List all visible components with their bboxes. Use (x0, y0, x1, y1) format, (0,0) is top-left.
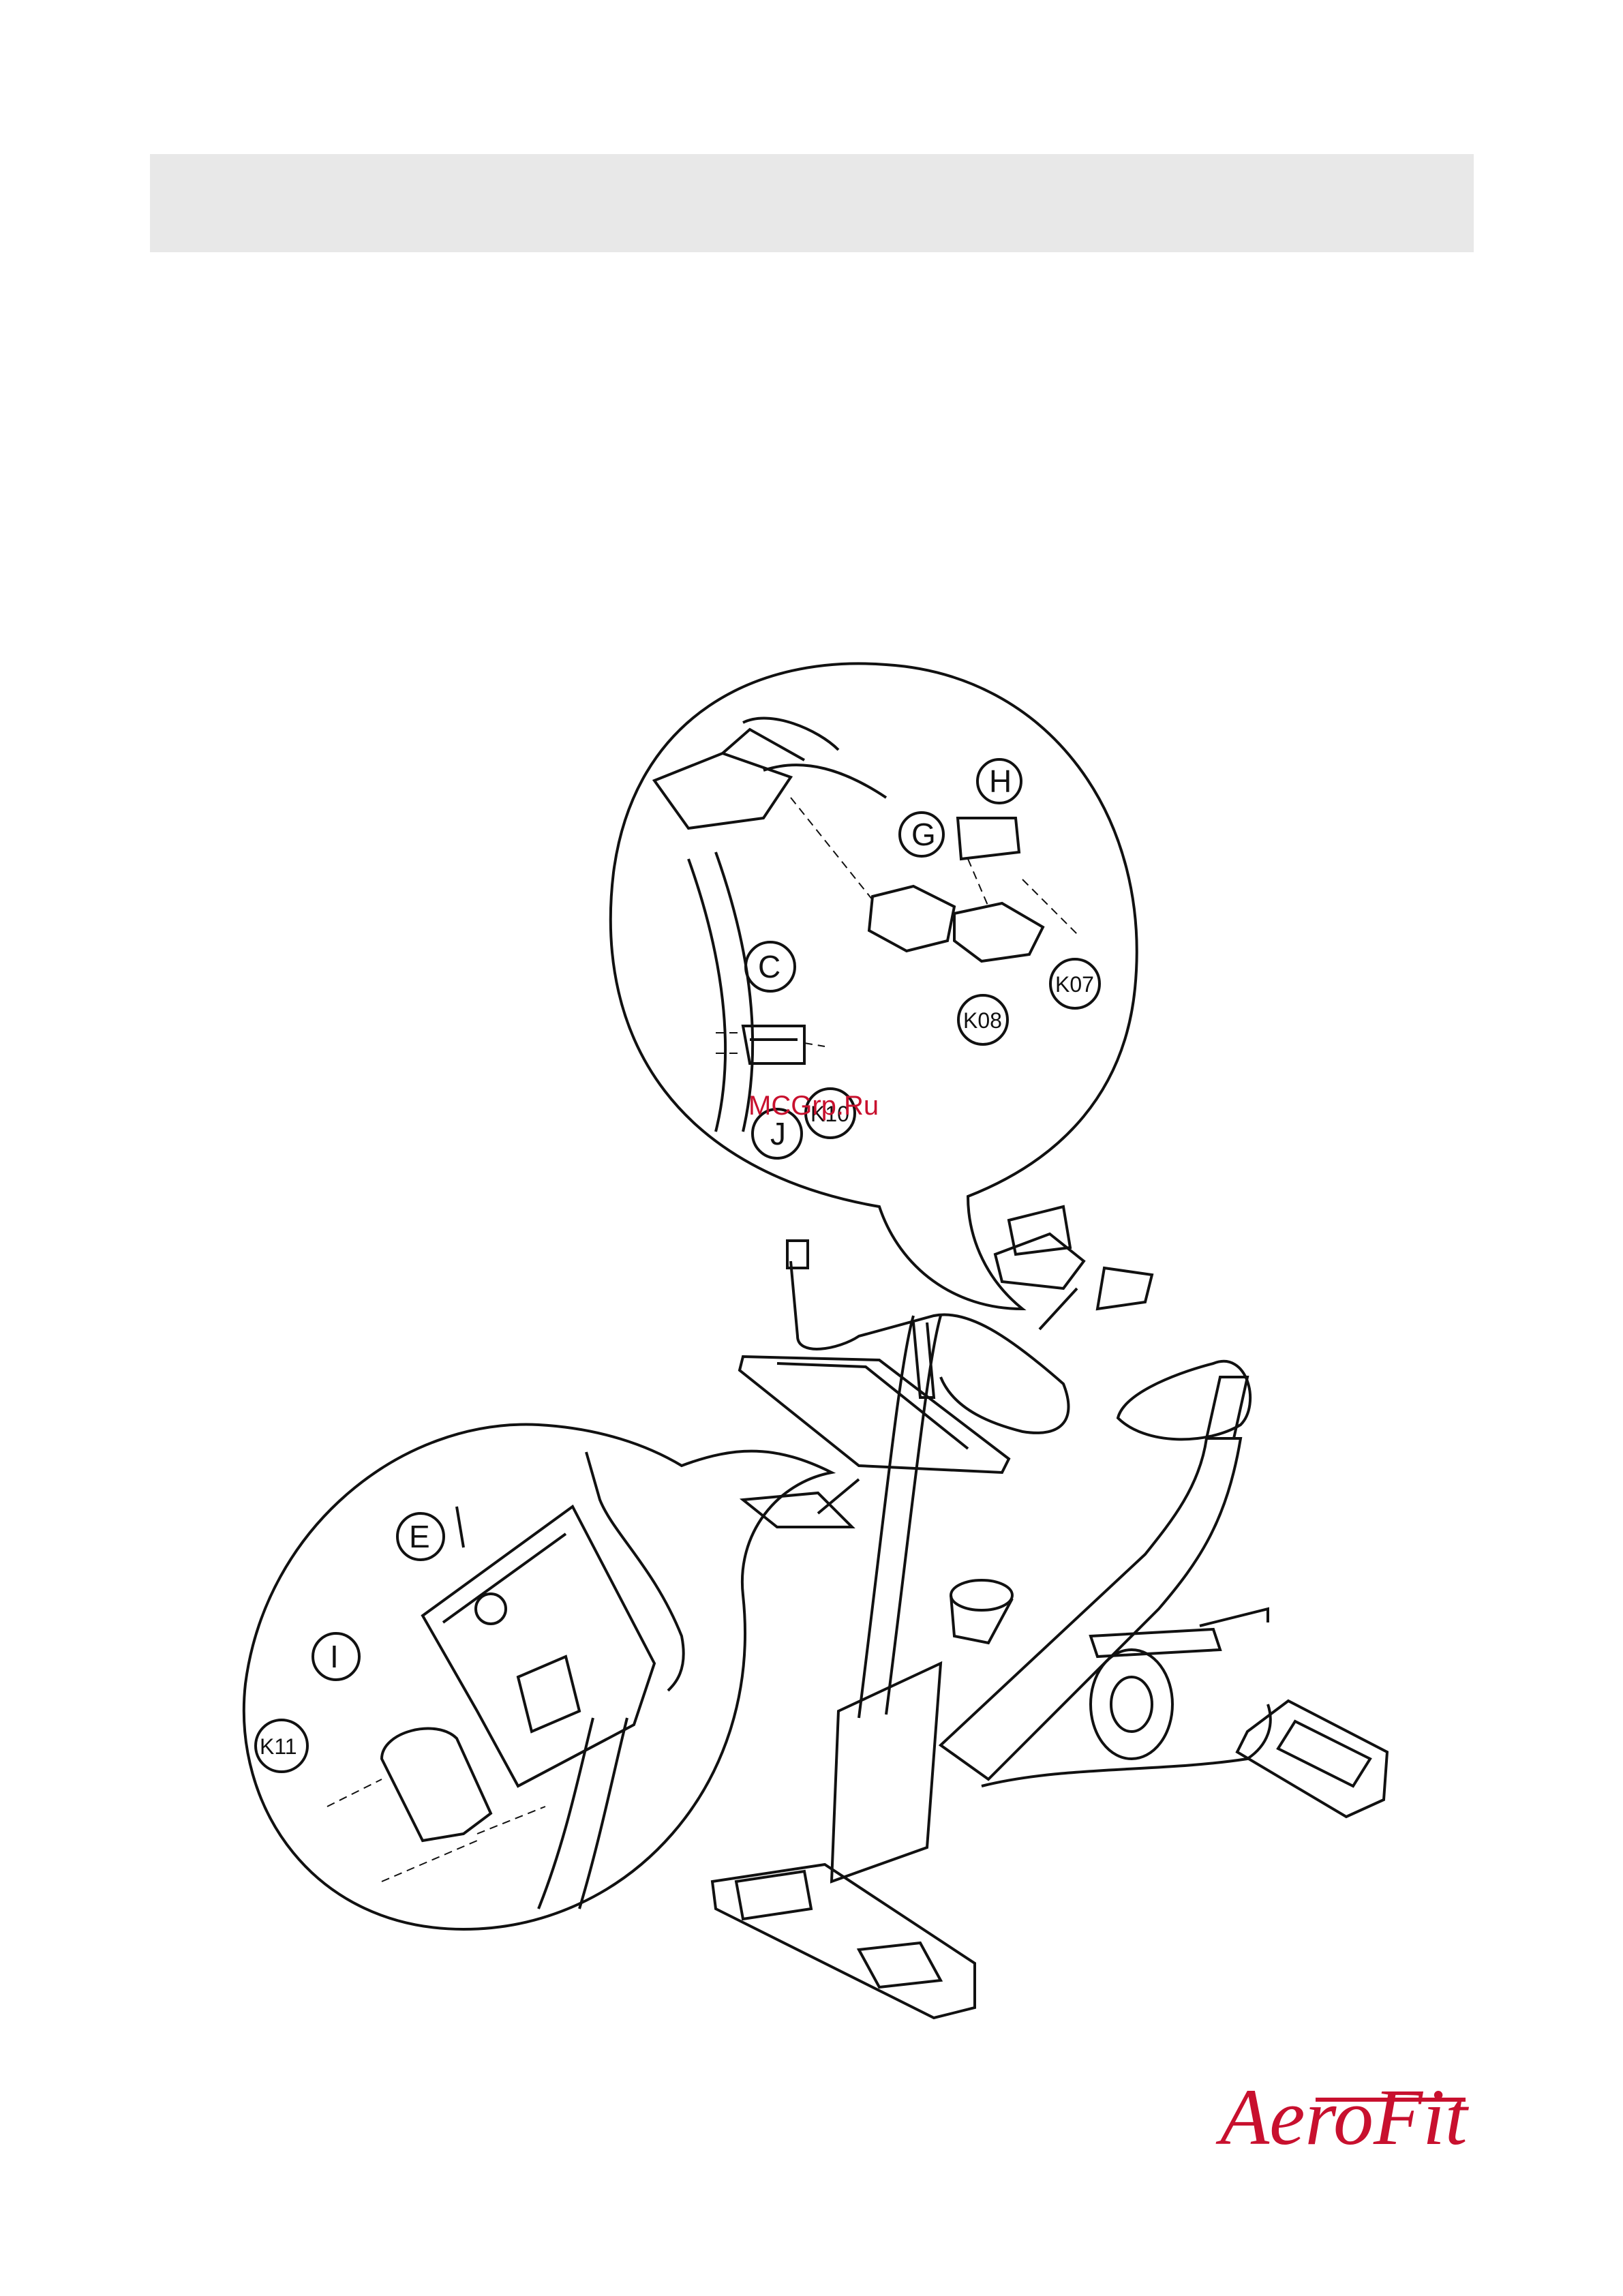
bike-main-beam (832, 1663, 941, 1882)
part-i (382, 1729, 491, 1841)
callout-e: E (409, 1519, 430, 1554)
callout-j: J (770, 1116, 786, 1151)
callout-c: C (758, 949, 780, 984)
callout-k07: K07 (1055, 972, 1094, 997)
part-h (958, 818, 1019, 859)
callout-h: H (989, 764, 1012, 799)
frame-tube-c (688, 852, 753, 1132)
callout-i: I (330, 1639, 339, 1674)
callout-k08: K08 (963, 1008, 1002, 1033)
bike-flywheel (1091, 1650, 1172, 1759)
aerofit-logo: AeroFit (1213, 2072, 1472, 2168)
bike-base-rear (712, 1864, 975, 2018)
callout-k11: K11 (260, 1734, 297, 1759)
part-g (869, 886, 954, 951)
watermark: MCGrp.Ru (748, 1091, 879, 1121)
callout-g: G (911, 817, 936, 852)
aerofit-logo-text: AeroFit (1215, 2072, 1470, 2162)
bike-base-front (1237, 1701, 1387, 1817)
bike-seat (1118, 1361, 1250, 1440)
